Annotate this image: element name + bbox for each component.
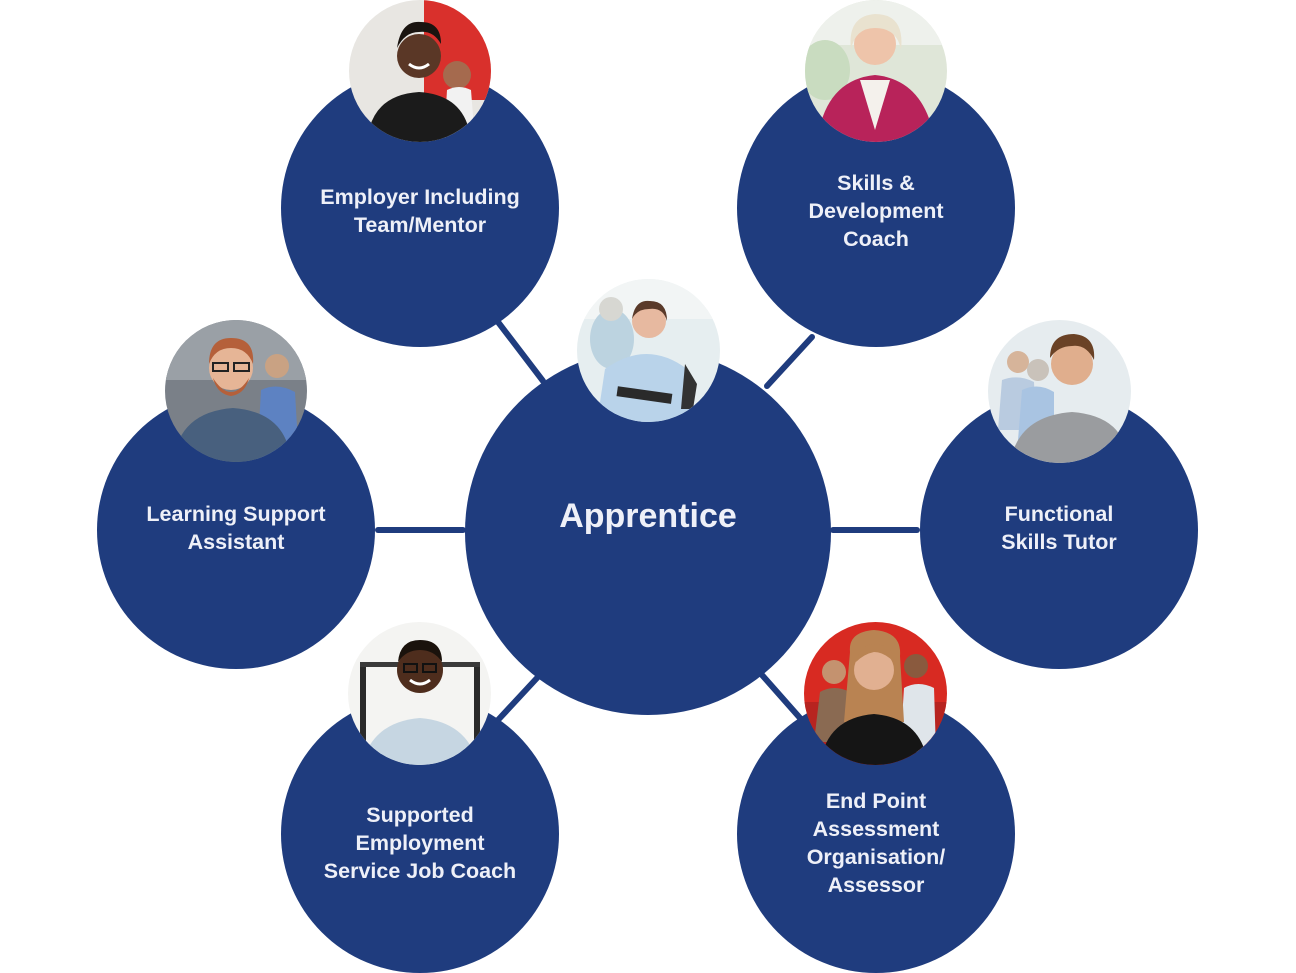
node-label-employer: Employer Including Team/Mentor bbox=[320, 185, 520, 237]
node-skills-coach: Skills & Development Coach bbox=[737, 69, 1015, 347]
person-photo-icon bbox=[577, 279, 720, 422]
connector-supported-employment bbox=[495, 675, 540, 723]
person-photo-icon bbox=[349, 0, 491, 142]
photo-epao bbox=[804, 622, 947, 765]
node-label-learning-support: Learning Support Assistant bbox=[146, 502, 326, 554]
node-label-epao: End Point Assessment Organisation/ Asses… bbox=[806, 789, 946, 897]
connector-epao bbox=[759, 672, 803, 721]
node-label-supported-employment: Supported Employment Service Job Coach bbox=[323, 803, 517, 883]
photo-learning-support bbox=[165, 320, 307, 462]
person-photo-icon bbox=[165, 320, 307, 462]
person-photo-icon bbox=[804, 622, 947, 765]
connector-skills-coach bbox=[764, 334, 815, 389]
node-label-skills-coach: Skills & Development Coach bbox=[808, 171, 944, 251]
person-photo-icon bbox=[805, 0, 947, 142]
photo-apprentice bbox=[577, 279, 720, 422]
photo-supported-employment bbox=[348, 622, 491, 765]
hub-node-apprentice: Apprentice bbox=[465, 349, 831, 715]
person-photo-icon bbox=[348, 622, 491, 765]
photo-skills-coach bbox=[805, 0, 947, 142]
person-photo-icon bbox=[988, 320, 1131, 463]
hub-label: Apprentice bbox=[559, 497, 737, 535]
photo-employer bbox=[349, 0, 491, 142]
node-label-functional-skills: Functional Skills Tutor bbox=[1001, 502, 1117, 554]
connector-employer bbox=[495, 319, 546, 384]
photo-functional-skills bbox=[988, 320, 1131, 463]
node-learning-support: Learning Support Assistant bbox=[97, 391, 375, 669]
